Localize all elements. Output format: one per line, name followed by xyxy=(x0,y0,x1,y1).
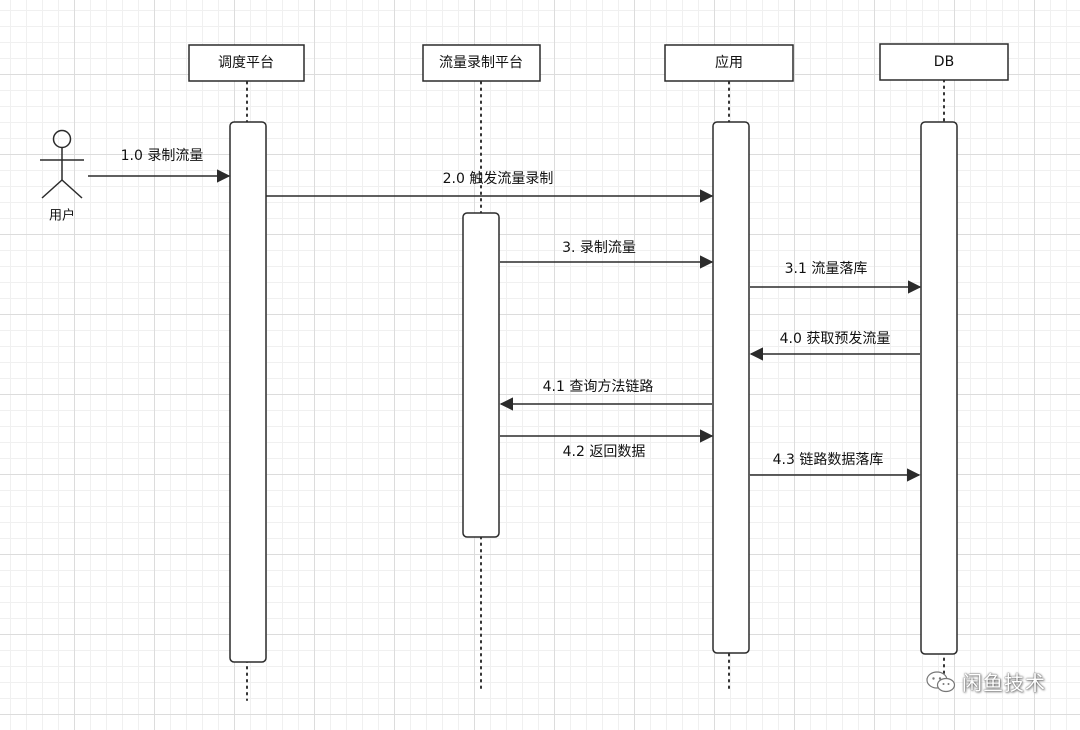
message-3-label: 3. 录制流量 xyxy=(562,240,636,256)
activation-db xyxy=(920,121,958,655)
participant-recorder[interactable]: 流量录制平台 xyxy=(422,44,541,82)
participant-scheduler[interactable]: 调度平台 xyxy=(188,44,305,82)
participant-app[interactable]: 应用 xyxy=(664,44,794,82)
participant-recorder-label: 流量录制平台 xyxy=(439,55,523,71)
message-4-1: 4.1 查询方法链路 xyxy=(499,379,712,411)
activation-recorder xyxy=(462,212,500,538)
message-3: 3. 录制流量 xyxy=(500,240,714,269)
message-4-3-label: 4.3 链路数据落库 xyxy=(773,452,884,468)
participant-scheduler-label: 调度平台 xyxy=(218,55,274,71)
actor-user-label: 用户 xyxy=(49,208,75,224)
user-icon xyxy=(40,129,84,199)
actor-user[interactable]: 用户 xyxy=(40,129,84,224)
wechat-icon xyxy=(926,670,956,692)
message-4-2-label: 4.2 返回数据 xyxy=(563,444,646,460)
message-4-0-label: 4.0 获取预发流量 xyxy=(780,331,891,347)
participant-db-label: DB xyxy=(934,54,954,70)
watermark: 闲鱼技术 xyxy=(926,667,1046,696)
message-3-1-label: 3.1 流量落库 xyxy=(785,261,868,277)
message-4-1-label: 4.1 查询方法链路 xyxy=(543,379,654,395)
message-3-1: 3.1 流量落库 xyxy=(750,261,922,294)
activation-app xyxy=(712,121,750,654)
message-4-3: 4.3 链路数据落库 xyxy=(750,452,921,482)
watermark-text: 闲鱼技术 xyxy=(962,671,1046,695)
message-4-2: 4.2 返回数据 xyxy=(500,429,714,460)
message-4-0: 4.0 获取预发流量 xyxy=(749,331,920,361)
message-2-0: 2.0 触发流量录制 xyxy=(266,171,714,203)
participant-app-label: 应用 xyxy=(715,54,743,71)
activation-scheduler xyxy=(229,121,267,663)
message-1-0-label: 1.0 录制流量 xyxy=(121,148,204,164)
participant-db[interactable]: DB xyxy=(879,43,1009,81)
message-2-0-label: 2.0 触发流量录制 xyxy=(443,171,554,187)
message-1-0: 1.0 录制流量 xyxy=(88,148,231,183)
